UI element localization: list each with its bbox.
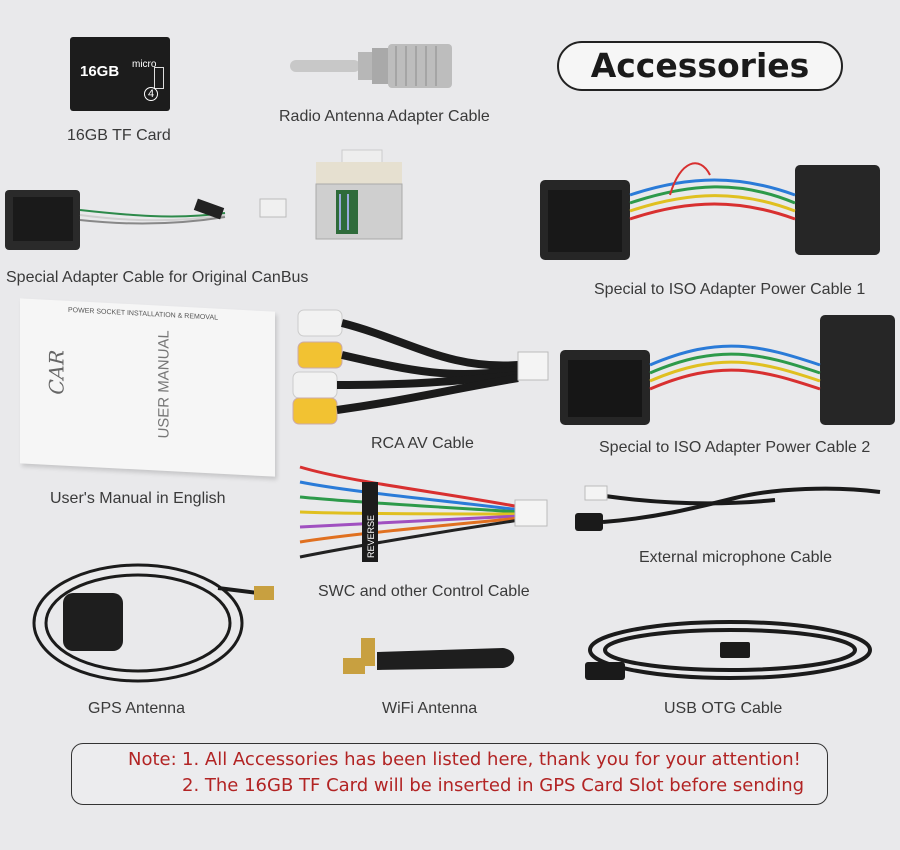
manual-brand-text: CAR	[44, 349, 69, 396]
item-label-canbus-cable: Special Adapter Cable for Original CanBu…	[6, 269, 309, 286]
item-label-swc-cable: SWC and other Control Cable	[318, 583, 530, 600]
item-label-microphone: External microphone Cable	[639, 549, 832, 566]
item-label-usb-otg: USB OTG Cable	[664, 700, 783, 717]
manual-header-text: POWER SOCKET INSTALLATION & REMOVAL	[68, 306, 219, 322]
wifi-antenna-image	[343, 638, 515, 674]
item-label-iso-cable-2: Special to ISO Adapter Power Cable 2	[599, 439, 871, 456]
external-microphone-image	[575, 485, 881, 531]
note-box: Note: 1. All Accessories has been listed…	[71, 743, 828, 805]
sd-card-image: 16GB micro 4	[70, 37, 170, 111]
iso-cable-2-image	[560, 315, 895, 425]
canbus-cable-image	[5, 190, 287, 250]
iso-cable-1-image	[540, 162, 880, 260]
note-line-2: 2. The 16GB TF Card will be inserted in …	[182, 775, 805, 796]
note-line-1: 1. All Accessories has been listed here,…	[182, 749, 801, 770]
item-label-wifi-antenna: WiFi Antenna	[382, 700, 478, 717]
item-label-rca-av: RCA AV Cable	[371, 435, 474, 452]
radio-antenna-adapter-image	[290, 44, 452, 88]
gps-antenna-image	[32, 563, 274, 683]
swc-control-cable-image: REVERSE	[299, 465, 548, 562]
page-title: Accessories	[557, 41, 843, 91]
card-class-text: 4	[144, 87, 158, 101]
item-label-tf-card: 16GB TF Card	[67, 127, 171, 144]
manual-title-text: USER MANUAL	[155, 329, 173, 439]
card-capacity-text: 16GB	[80, 63, 120, 80]
swc-tag-text: REVERSE	[366, 515, 376, 558]
user-manual-image: POWER SOCKET INSTALLATION & REMOVAL CAR …	[20, 298, 275, 477]
note-prefix: Note:	[128, 749, 177, 770]
item-label-gps-antenna: GPS Antenna	[88, 700, 185, 717]
metal-frame-connector-image	[315, 149, 403, 240]
item-label-radio-antenna: Radio Antenna Adapter Cable	[279, 108, 490, 125]
rca-av-cable-image	[292, 309, 549, 425]
usb-otg-cable-image	[585, 620, 872, 680]
item-label-iso-cable-1: Special to ISO Adapter Power Cable 1	[594, 281, 866, 298]
card-hc-icon	[154, 67, 164, 89]
item-label-user-manual: User's Manual in English	[50, 490, 226, 507]
card-brand-text: micro	[132, 59, 157, 70]
